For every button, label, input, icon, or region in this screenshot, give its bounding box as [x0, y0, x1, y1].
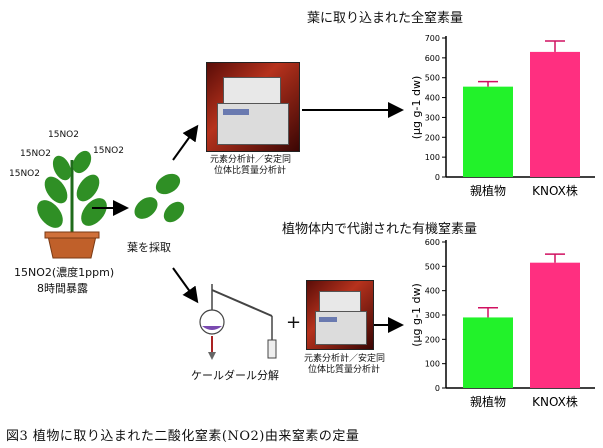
y-tick-label: 0	[435, 384, 440, 393]
plus-sign: +	[286, 312, 302, 333]
y-tick-label: 0	[435, 173, 440, 182]
y-tick-label: 100	[425, 360, 440, 369]
chart-2: (μg g-1 dw) 0 100 200 300 400 500 600 親植物 KNOX株	[410, 238, 595, 409]
isotope-label: 15NO2	[93, 146, 124, 156]
y-tick-label: 600	[425, 54, 440, 63]
exposure-duration: 8時間暴露	[37, 282, 88, 295]
x-category-label: 親植物	[470, 394, 506, 409]
y-tick-label: 400	[425, 287, 440, 296]
y-tick-label: 100	[425, 153, 440, 162]
bar	[463, 317, 513, 388]
x-category-label: KNOX株	[532, 183, 578, 198]
kjeldahl-label: ケールダール分解	[191, 369, 279, 382]
isotope-label: 15NO2	[9, 169, 40, 179]
y-tick-label: 500	[425, 74, 440, 83]
chart-1: (μg g-1 dw) 0 100 200 300 400 500 600 700 親植物 KNOX…	[410, 34, 595, 198]
bar	[463, 86, 513, 177]
y-tick-label: 200	[425, 133, 440, 142]
y-tick-label: 300	[425, 113, 440, 122]
isotope-label: 15NO2	[48, 130, 79, 140]
y-tick-label: 600	[425, 238, 440, 247]
chart-2-title: 植物体内で代謝された有機窒素量	[282, 222, 478, 237]
isotope-label: 15NO2	[20, 149, 51, 159]
y-tick-label: 400	[425, 94, 440, 103]
y-axis-label: (μg g-1 dw)	[410, 283, 423, 347]
figure-caption: 図3 植物に取り込まれた二酸化窒素(NO2)由来窒素の定量	[6, 429, 360, 444]
bar	[530, 262, 580, 388]
kjeldahl-apparatus-icon	[199, 284, 277, 360]
plant-illustration	[37, 150, 107, 259]
elemental-analyzer-image	[306, 280, 374, 350]
x-category-label: 親植物	[470, 183, 506, 198]
instrument-bottom-label: 元素分析計／安定同	[304, 354, 386, 364]
y-tick-label: 700	[425, 34, 440, 43]
y-tick-label: 500	[425, 262, 440, 271]
elemental-analyzer-image	[206, 62, 300, 152]
exposure-condition: 15NO2(濃度1ppm)	[14, 266, 115, 279]
instrument-top-label: 位体比質量分析計	[214, 166, 287, 176]
x-category-label: KNOX株	[532, 394, 578, 409]
instrument-top-label: 元素分析計／安定同	[210, 155, 292, 165]
y-tick-label: 300	[425, 311, 440, 320]
chart-1-title: 葉に取り込まれた全窒素量	[307, 11, 464, 26]
bar	[530, 51, 580, 177]
leaves-icon	[134, 173, 185, 223]
y-axis-label: (μg g-1 dw)	[410, 76, 423, 140]
instrument-bottom-label: 位体比質量分析計	[308, 365, 381, 375]
y-tick-label: 200	[425, 335, 440, 344]
leaf-sampling-label: 葉を採取	[127, 241, 171, 254]
